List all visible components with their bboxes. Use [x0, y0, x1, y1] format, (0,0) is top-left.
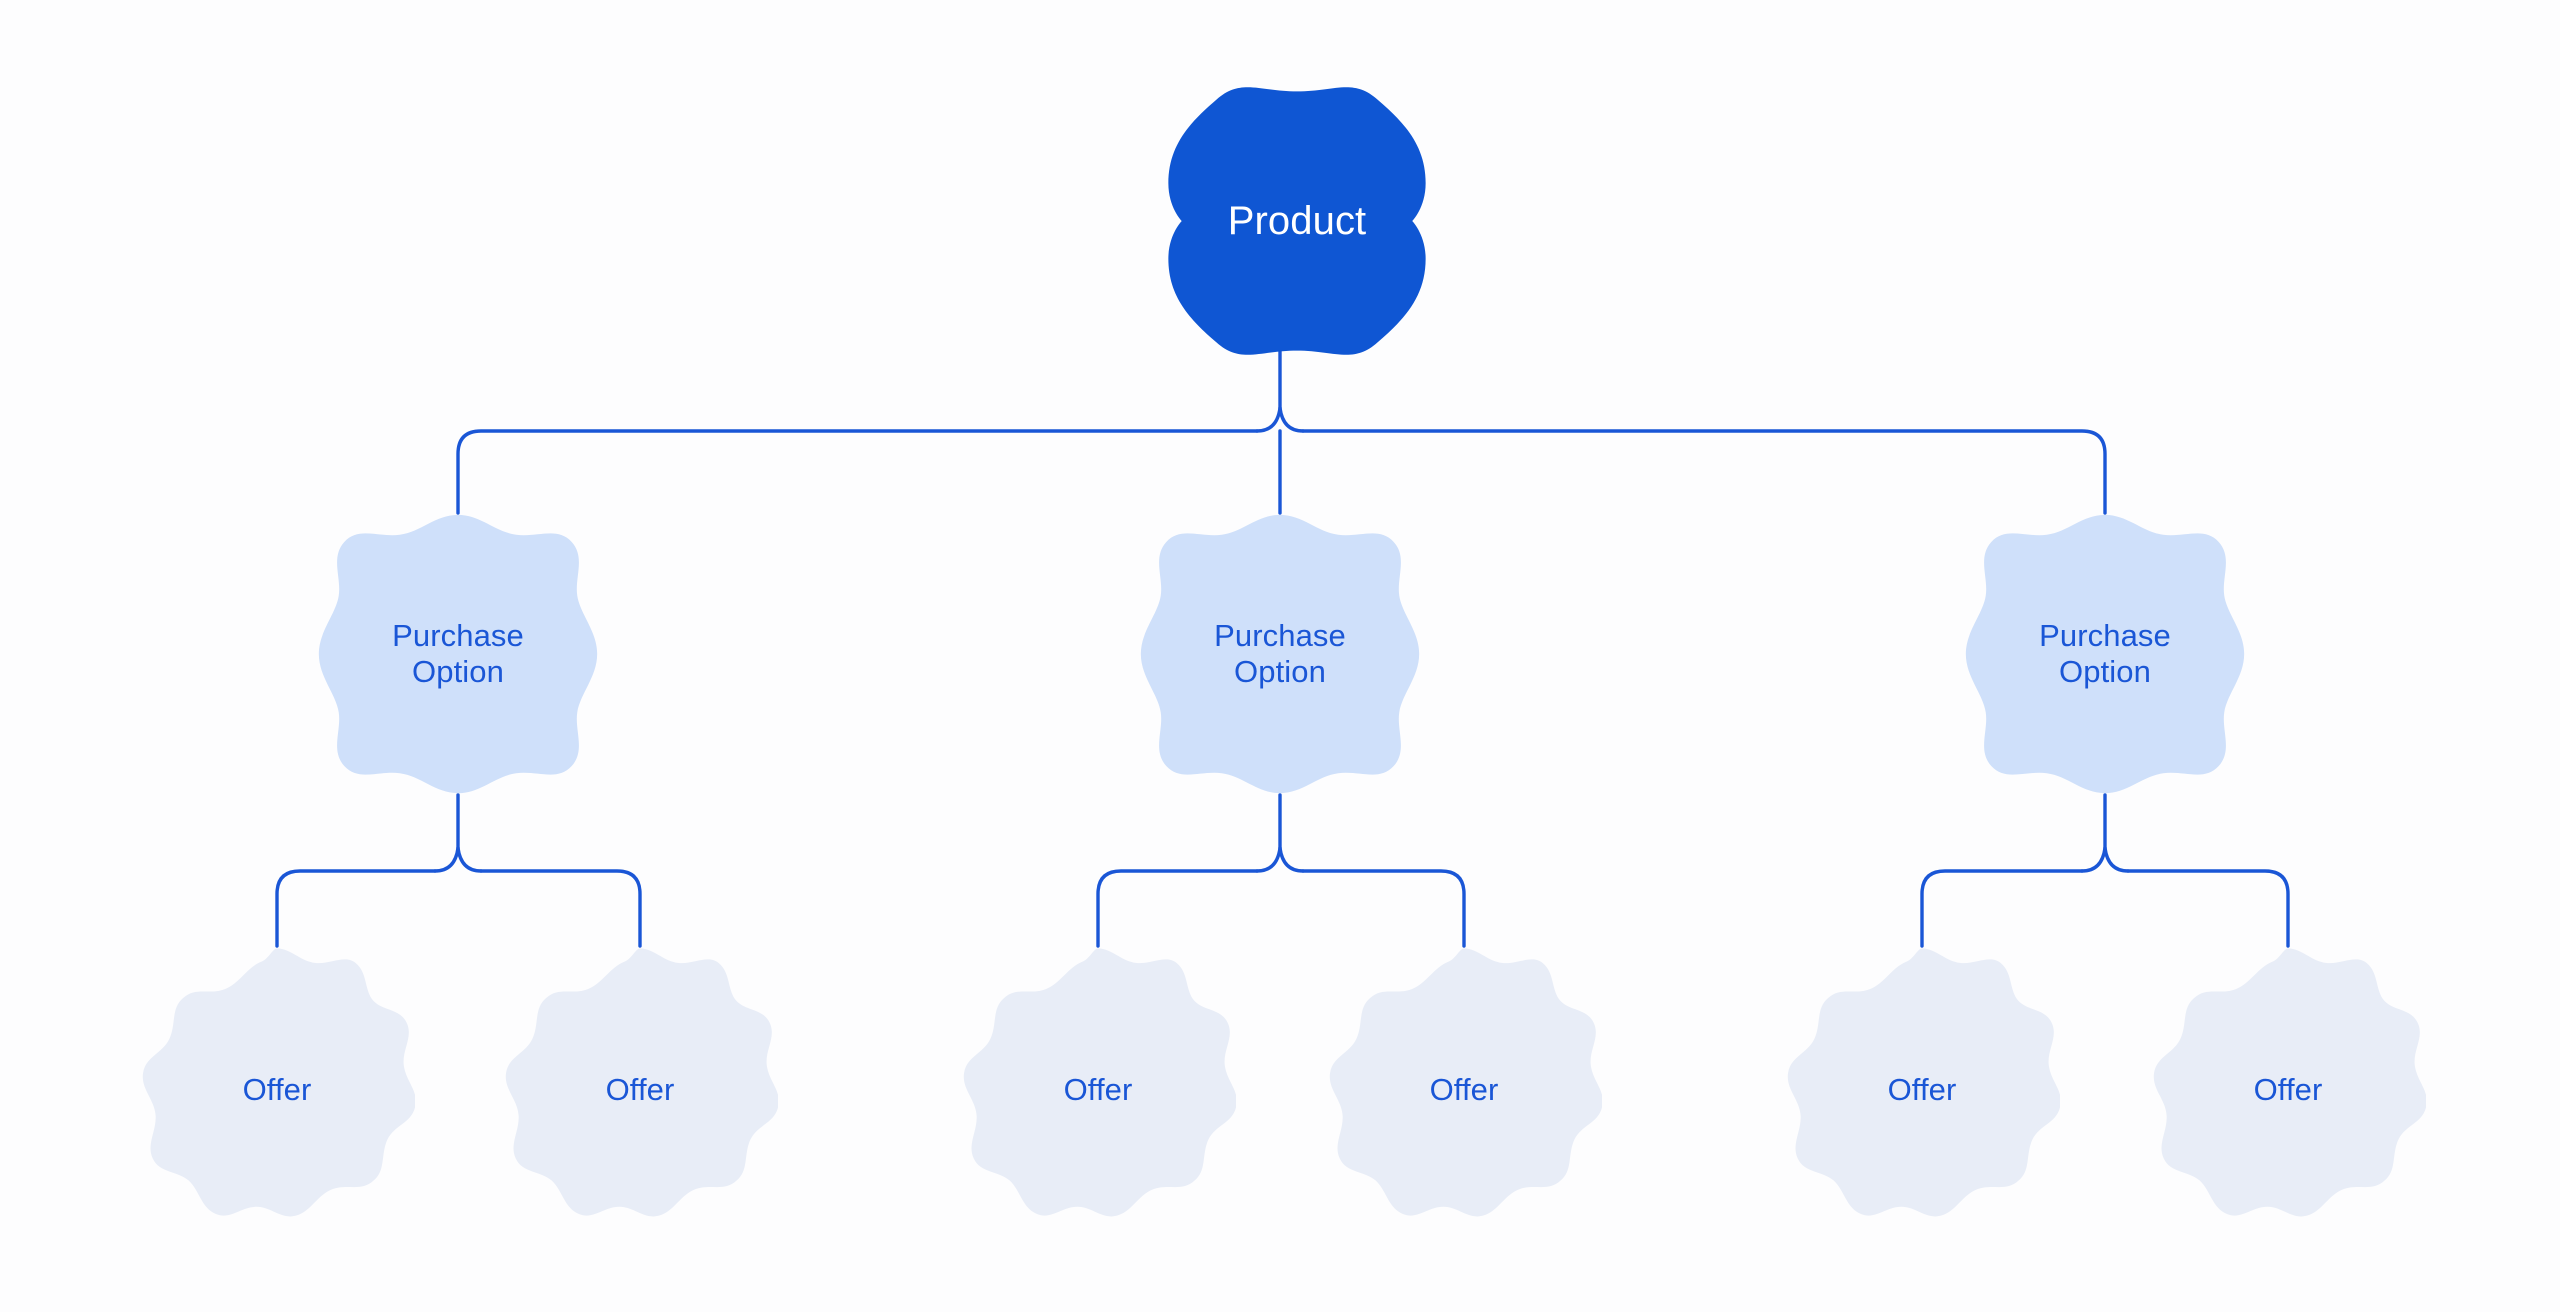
edge-option2-tee-left: [1255, 846, 1282, 873]
node-offer-label: Offer: [1063, 1072, 1133, 1108]
node-purchase-option-label: Purchase Option: [392, 618, 524, 689]
edge-option2-to-offer3: [1096, 869, 1259, 948]
offer-blob-shape: [142, 948, 415, 1217]
node-purchase-option-label: Purchase Option: [1214, 618, 1346, 689]
offer-blob-shape: [963, 948, 1236, 1217]
edge-bus-level1-left: [456, 429, 1259, 515]
node-purchase-option-label: Purchase Option: [2039, 618, 2171, 689]
node-purchase-option-3[interactable]: Purchase Option: [1963, 512, 2247, 796]
edge-option1-to-offer1: [275, 869, 437, 948]
node-offer-label: Offer: [2253, 1072, 2323, 1108]
offer-blob-shape: [505, 948, 778, 1217]
node-offer-5[interactable]: Offer: [1784, 944, 2060, 1236]
edge-option2-to-offer4: [1301, 869, 1466, 948]
edge-option3-tee-right: [2103, 846, 2130, 873]
purchase-option-blob-shape: [1140, 514, 1420, 794]
edge-option3-to-offer6: [2126, 869, 2290, 948]
node-offer-4[interactable]: Offer: [1326, 944, 1602, 1236]
node-offer-label: Offer: [605, 1072, 675, 1108]
offer-blob-shape: [1329, 948, 1602, 1217]
node-purchase-option-1[interactable]: Purchase Option: [316, 512, 600, 796]
node-offer-2[interactable]: Offer: [502, 944, 778, 1236]
product-blob-shape: [1168, 87, 1426, 355]
node-offer-6[interactable]: Offer: [2150, 944, 2426, 1236]
node-offer-1[interactable]: Offer: [139, 944, 415, 1236]
offer-blob-shape: [2153, 948, 2426, 1217]
node-offer-label: Offer: [242, 1072, 312, 1108]
node-purchase-option-2[interactable]: Purchase Option: [1138, 512, 1422, 796]
edge-option3-to-offer5: [1920, 869, 2084, 948]
node-product[interactable]: Product: [1163, 86, 1431, 356]
node-offer-label: Offer: [1887, 1072, 1957, 1108]
purchase-option-blob-shape: [318, 514, 598, 794]
offer-blob-shape: [1787, 948, 2060, 1217]
edge-product-tee-right: [1278, 406, 1305, 433]
edge-option1-tee-left: [433, 846, 460, 873]
edge-option3-tee-left: [2080, 846, 2107, 873]
edge-bus-level1-right: [1301, 429, 2107, 515]
edge-option1-to-offer2: [479, 869, 642, 948]
edge-product-tee-left: [1255, 406, 1282, 433]
edge-option2-tee-right: [1278, 846, 1305, 873]
node-offer-label: Offer: [1429, 1072, 1499, 1108]
purchase-option-blob-shape: [1965, 514, 2245, 794]
node-product-label: Product: [1227, 198, 1367, 243]
node-offer-3[interactable]: Offer: [960, 944, 1236, 1236]
edge-option1-tee-right: [456, 846, 483, 873]
